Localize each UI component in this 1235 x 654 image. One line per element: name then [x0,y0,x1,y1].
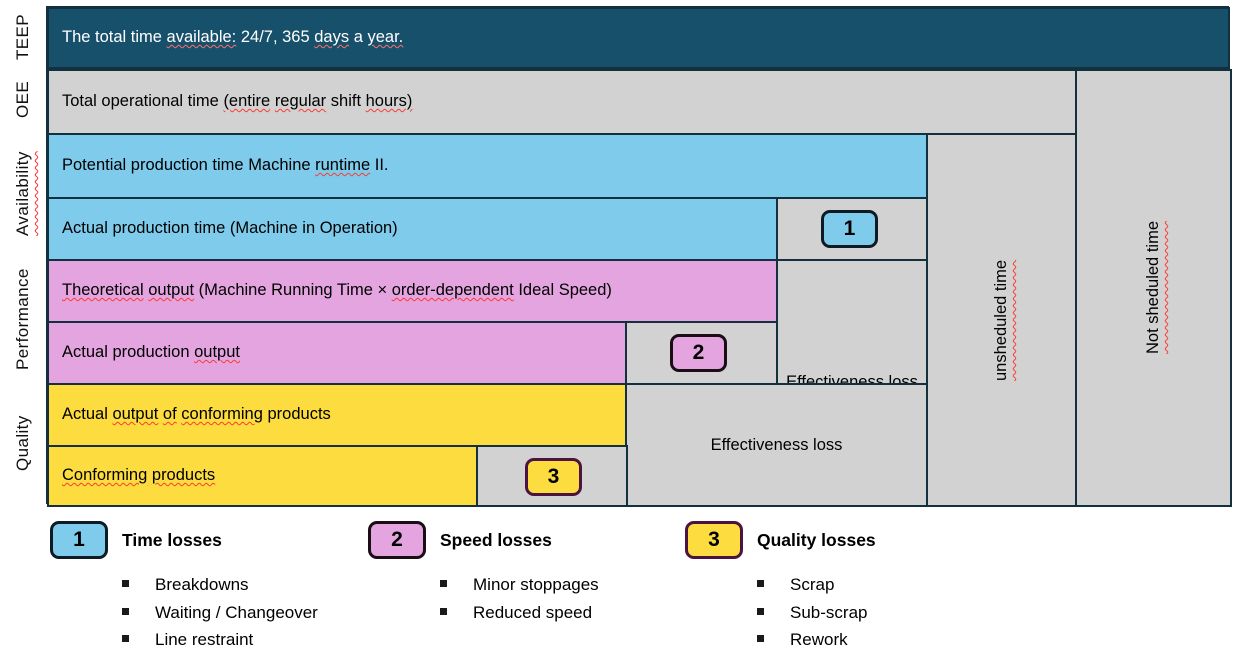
legend-item-label: Minor stoppages [473,575,599,594]
legend-title-quality-losses: Quality losses [757,529,876,550]
effectiveness-loss-overlay-label: Effectiveness loss [710,435,843,454]
row-conforming-products-label: Conforming products [62,466,216,485]
legend-badge-2: 2 [368,521,426,559]
legend-badge-3-number: 3 [708,528,720,551]
row-total-operational-time-label: Total operational time (entire regular s… [62,92,413,111]
bullet-square-icon [440,607,447,615]
legend-item: Reduced speed [368,599,668,627]
bullet-square-icon [440,580,447,587]
legend-speed-losses: 2 Speed losses Minor stoppages Reduced s… [368,521,668,626]
legend-quality-losses: 3 Quality losses Scrap Sub-scrap Rework [685,521,985,654]
axis-label-availability: Availability [6,132,40,256]
axis-label-performance: Performance [6,258,40,380]
row-theoretical-output-label: Theoretical output (Machine Running Time… [62,281,612,300]
badge-quality-losses-number: 3 [547,465,560,488]
legend-badge-2-number: 2 [391,528,403,551]
axis-label-oee-text: OEE [13,80,32,118]
legend-item: Line restraint [50,626,350,654]
legend-badge-1-number: 1 [73,528,85,551]
row-actual-production-output: Actual production output [47,321,627,385]
row-actual-production-time-label: Actual production time (Machine in Opera… [62,219,398,238]
legend-title-time-losses: Time losses [122,529,222,550]
legend-item-label: Breakdowns [155,575,249,594]
axis-label-teep: TEEP [6,8,40,66]
cell-unsheduled-time-label: unsheduled time [992,259,1010,381]
legend-item: Scrap [685,571,985,599]
badge-time-losses-number: 1 [843,217,856,240]
bullet-square-icon [757,580,764,587]
row-conforming-products: Conforming products [47,445,478,507]
legend-list-quality-losses: Scrap Sub-scrap Rework [685,571,985,654]
legend-item-label: Rework [790,630,848,650]
bullet-square-icon [122,607,129,615]
legend-speed-losses-head: 2 Speed losses [368,521,668,559]
badge-quality-losses: 3 [525,458,582,496]
legend-item-label: Waiting / Changeover [155,602,318,622]
row-potential-production-time: Potential production time Machine runtim… [47,133,928,199]
cell-unsheduled-time: unsheduled time [926,133,1077,507]
axis-label-quality-text: Quality [13,415,32,471]
legend-badge-1: 1 [50,521,108,559]
axis-label-oee: OEE [6,68,40,130]
legend-badge-3: 3 [685,521,743,559]
axis-label-availability-text: Availability [13,151,32,237]
legend-time-losses: 1 Time losses Breakdowns Waiting / Chang… [50,521,350,654]
cell-not-sheduled-time: Not sheduled time [1075,69,1232,507]
row-actual-production-output-label: Actual production output [62,343,240,362]
axis-label-teep-text: TEEP [13,14,32,61]
legend-quality-losses-head: 3 Quality losses [685,521,985,559]
legend-list-time-losses: Breakdowns Waiting / Changeover Line res… [50,571,350,654]
row-total-time-label: The total time available: 24/7, 365 days… [62,28,404,47]
row-total-operational-time: Total operational time (entire regular s… [47,69,1077,135]
legend-item-label: Scrap [790,575,835,594]
legend-item: Sub-scrap [685,599,985,627]
legend-item-label: Line restraint [155,630,254,650]
cell-quality-loss-gray-wide [625,383,928,507]
axis-label-quality: Quality [6,382,40,504]
bullet-square-icon [122,580,129,587]
row-total-time: The total time available: 24/7, 365 days… [47,7,1230,69]
matrix-frame: The total time available: 24/7, 365 days… [46,6,1232,507]
legend-item: Waiting / Changeover [50,599,350,627]
badge-speed-losses: 2 [670,334,727,372]
legend-item-label: Reduced speed [473,602,593,622]
bullet-square-icon [757,607,764,615]
row-actual-output-conforming: Actual output of conforming products [47,383,627,447]
cell-not-sheduled-time-label: Not sheduled time [1144,221,1162,355]
legend-item: Breakdowns [50,571,350,599]
badge-speed-losses-number: 2 [692,341,705,364]
row-theoretical-output: Theoretical output (Machine Running Time… [47,259,778,323]
legend-item-label: Sub-scrap [790,602,868,622]
cell-effectiveness-loss-text-overlay: Effectiveness loss [625,383,928,507]
legend-list-speed-losses: Minor stoppages Reduced speed [368,571,668,626]
row-actual-output-conforming-label: Actual output of conforming products [62,405,331,424]
row-actual-production-time: Actual production time (Machine in Opera… [47,197,778,261]
legend-time-losses-head: 1 Time losses [50,521,350,559]
badge-time-losses: 1 [821,210,878,248]
legend-title-speed-losses: Speed losses [440,529,552,550]
row-potential-production-time-label: Potential production time Machine runtim… [62,156,389,175]
legend-item: Rework [685,626,985,654]
bullet-square-icon [757,635,764,643]
bullet-square-icon [122,635,129,643]
legend-item: Minor stoppages [368,571,668,599]
axis-label-performance-text: Performance [13,268,32,370]
